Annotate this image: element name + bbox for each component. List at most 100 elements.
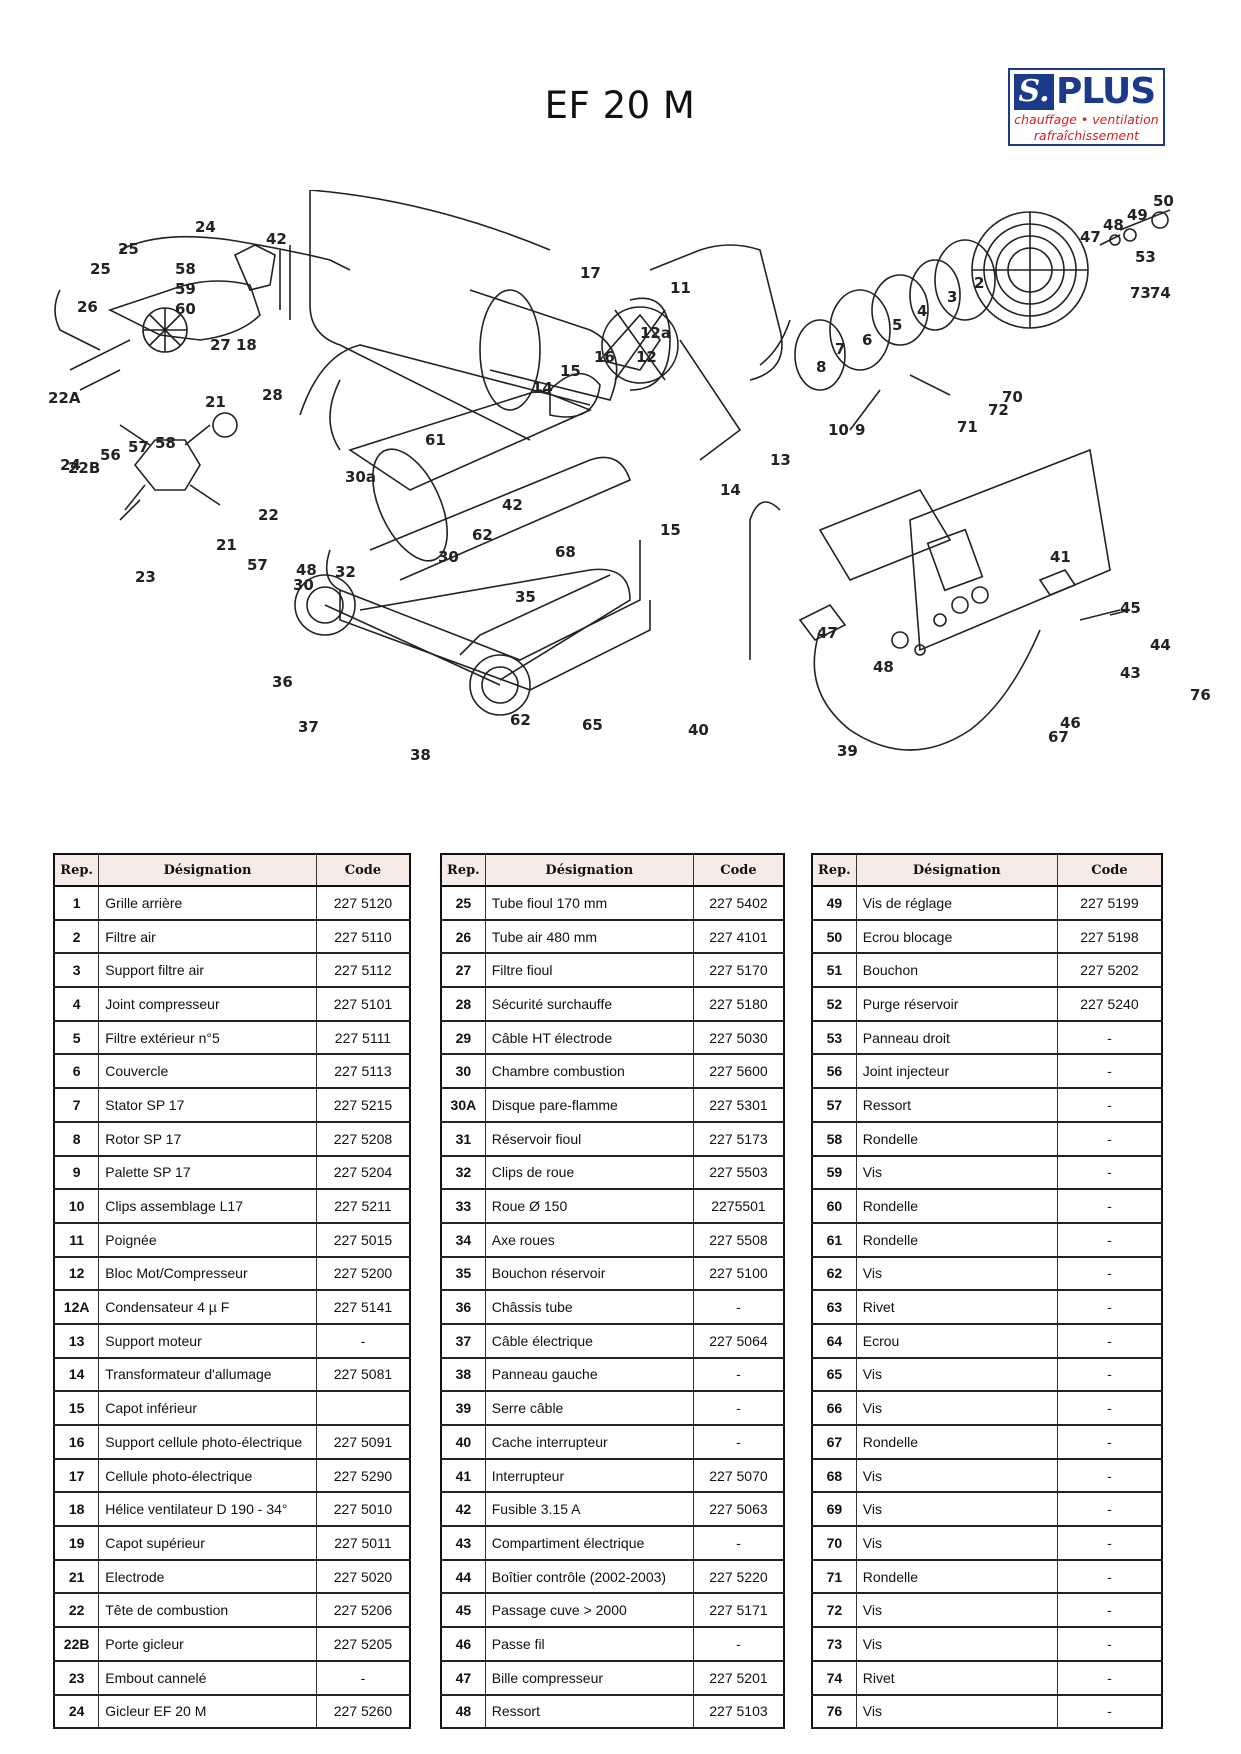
designation-cell: Vis	[855, 1458, 1058, 1494]
designation-cell: Porte gicleur	[98, 1626, 317, 1662]
rep-cell: 30	[440, 1053, 486, 1090]
designation-cell: Cellule photo-électrique	[98, 1458, 317, 1494]
callout: 7	[835, 340, 845, 358]
rep-cell: 60	[811, 1188, 857, 1224]
code-cell: 227 5170	[692, 952, 785, 989]
designation-cell: Filtre air	[98, 919, 317, 955]
rep-cell: 37	[440, 1323, 486, 1359]
callout: 12	[636, 348, 657, 366]
rep-cell: 25	[440, 885, 486, 921]
code-cell: -	[1056, 1121, 1163, 1157]
callout: 48	[1103, 216, 1124, 234]
logo-brand: PLUS	[1056, 71, 1156, 112]
callout: 30a	[345, 468, 376, 486]
callout: 27	[210, 336, 231, 354]
designation-cell: Ecrou	[855, 1323, 1058, 1359]
code-cell: -	[1056, 1222, 1163, 1258]
code-cell: 227 5112	[315, 952, 411, 989]
code-cell: 227 5600	[692, 1053, 785, 1090]
code-cell: 227 5081	[315, 1357, 411, 1393]
callout: 42	[502, 496, 523, 514]
code-cell: 227 5011	[315, 1525, 411, 1561]
code-cell: 227 4101	[692, 919, 785, 955]
rep-cell: 29	[440, 1020, 486, 1056]
rep-cell: 8	[53, 1121, 100, 1157]
callout: 4	[917, 302, 927, 320]
code-cell: -	[315, 1323, 411, 1359]
rep-cell: 43	[440, 1525, 486, 1561]
designation-cell: Ecrou blocage	[855, 919, 1058, 955]
designation-cell: Joint compresseur	[98, 986, 317, 1022]
code-cell: -	[1056, 1256, 1163, 1292]
callout: 5	[892, 316, 902, 334]
designation-cell: Palette SP 17	[98, 1155, 317, 1191]
rep-cell: 42	[440, 1491, 486, 1528]
code-cell: 227 5141	[315, 1289, 411, 1325]
callout: 53	[1135, 248, 1156, 266]
logo-tagline-2: rafraîchissement	[1033, 128, 1140, 143]
designation-cell: Stator SP 17	[98, 1087, 317, 1123]
designation-cell: Vis	[855, 1256, 1058, 1292]
rep-cell: 44	[440, 1559, 486, 1595]
callout: 30	[293, 576, 314, 594]
code-cell: 227 5171	[692, 1592, 785, 1629]
designation-cell: Vis de réglage	[855, 885, 1058, 921]
callout: 72	[988, 401, 1009, 419]
col-header-rep: Rep.	[53, 853, 100, 887]
col-header-designation: Désignation	[484, 853, 694, 887]
designation-cell: Vis	[855, 1390, 1058, 1426]
diagram-drawing	[54, 185, 1171, 751]
callout: 8	[816, 358, 826, 376]
rep-cell: 65	[811, 1357, 857, 1393]
code-cell: 227 5205	[315, 1626, 411, 1662]
rep-cell: 22B	[53, 1626, 100, 1662]
callout: 18	[236, 336, 257, 354]
rep-cell: 12A	[53, 1289, 100, 1325]
callout: 47	[817, 624, 838, 642]
designation-cell: Support cellule photo-électrique	[98, 1424, 317, 1460]
rep-cell: 59	[811, 1155, 857, 1191]
code-cell: 227 5301	[692, 1087, 785, 1123]
rep-cell: 61	[811, 1222, 857, 1258]
code-cell: 227 5240	[1056, 986, 1163, 1022]
code-cell: 227 5120	[315, 885, 411, 921]
rep-cell: 10	[53, 1188, 100, 1224]
designation-cell: Boîtier contrôle (2002-2003)	[484, 1559, 694, 1595]
code-cell: 227 5180	[692, 986, 785, 1022]
callout: 36	[272, 673, 293, 691]
code-cell: 227 5215	[315, 1087, 411, 1123]
rep-cell: 76	[811, 1694, 857, 1730]
code-cell: 227 5110	[315, 919, 411, 955]
table-header-row: Rep. Désignation Code	[440, 853, 785, 887]
code-cell: 227 5260	[315, 1694, 411, 1730]
designation-cell: Ressort	[855, 1087, 1058, 1123]
